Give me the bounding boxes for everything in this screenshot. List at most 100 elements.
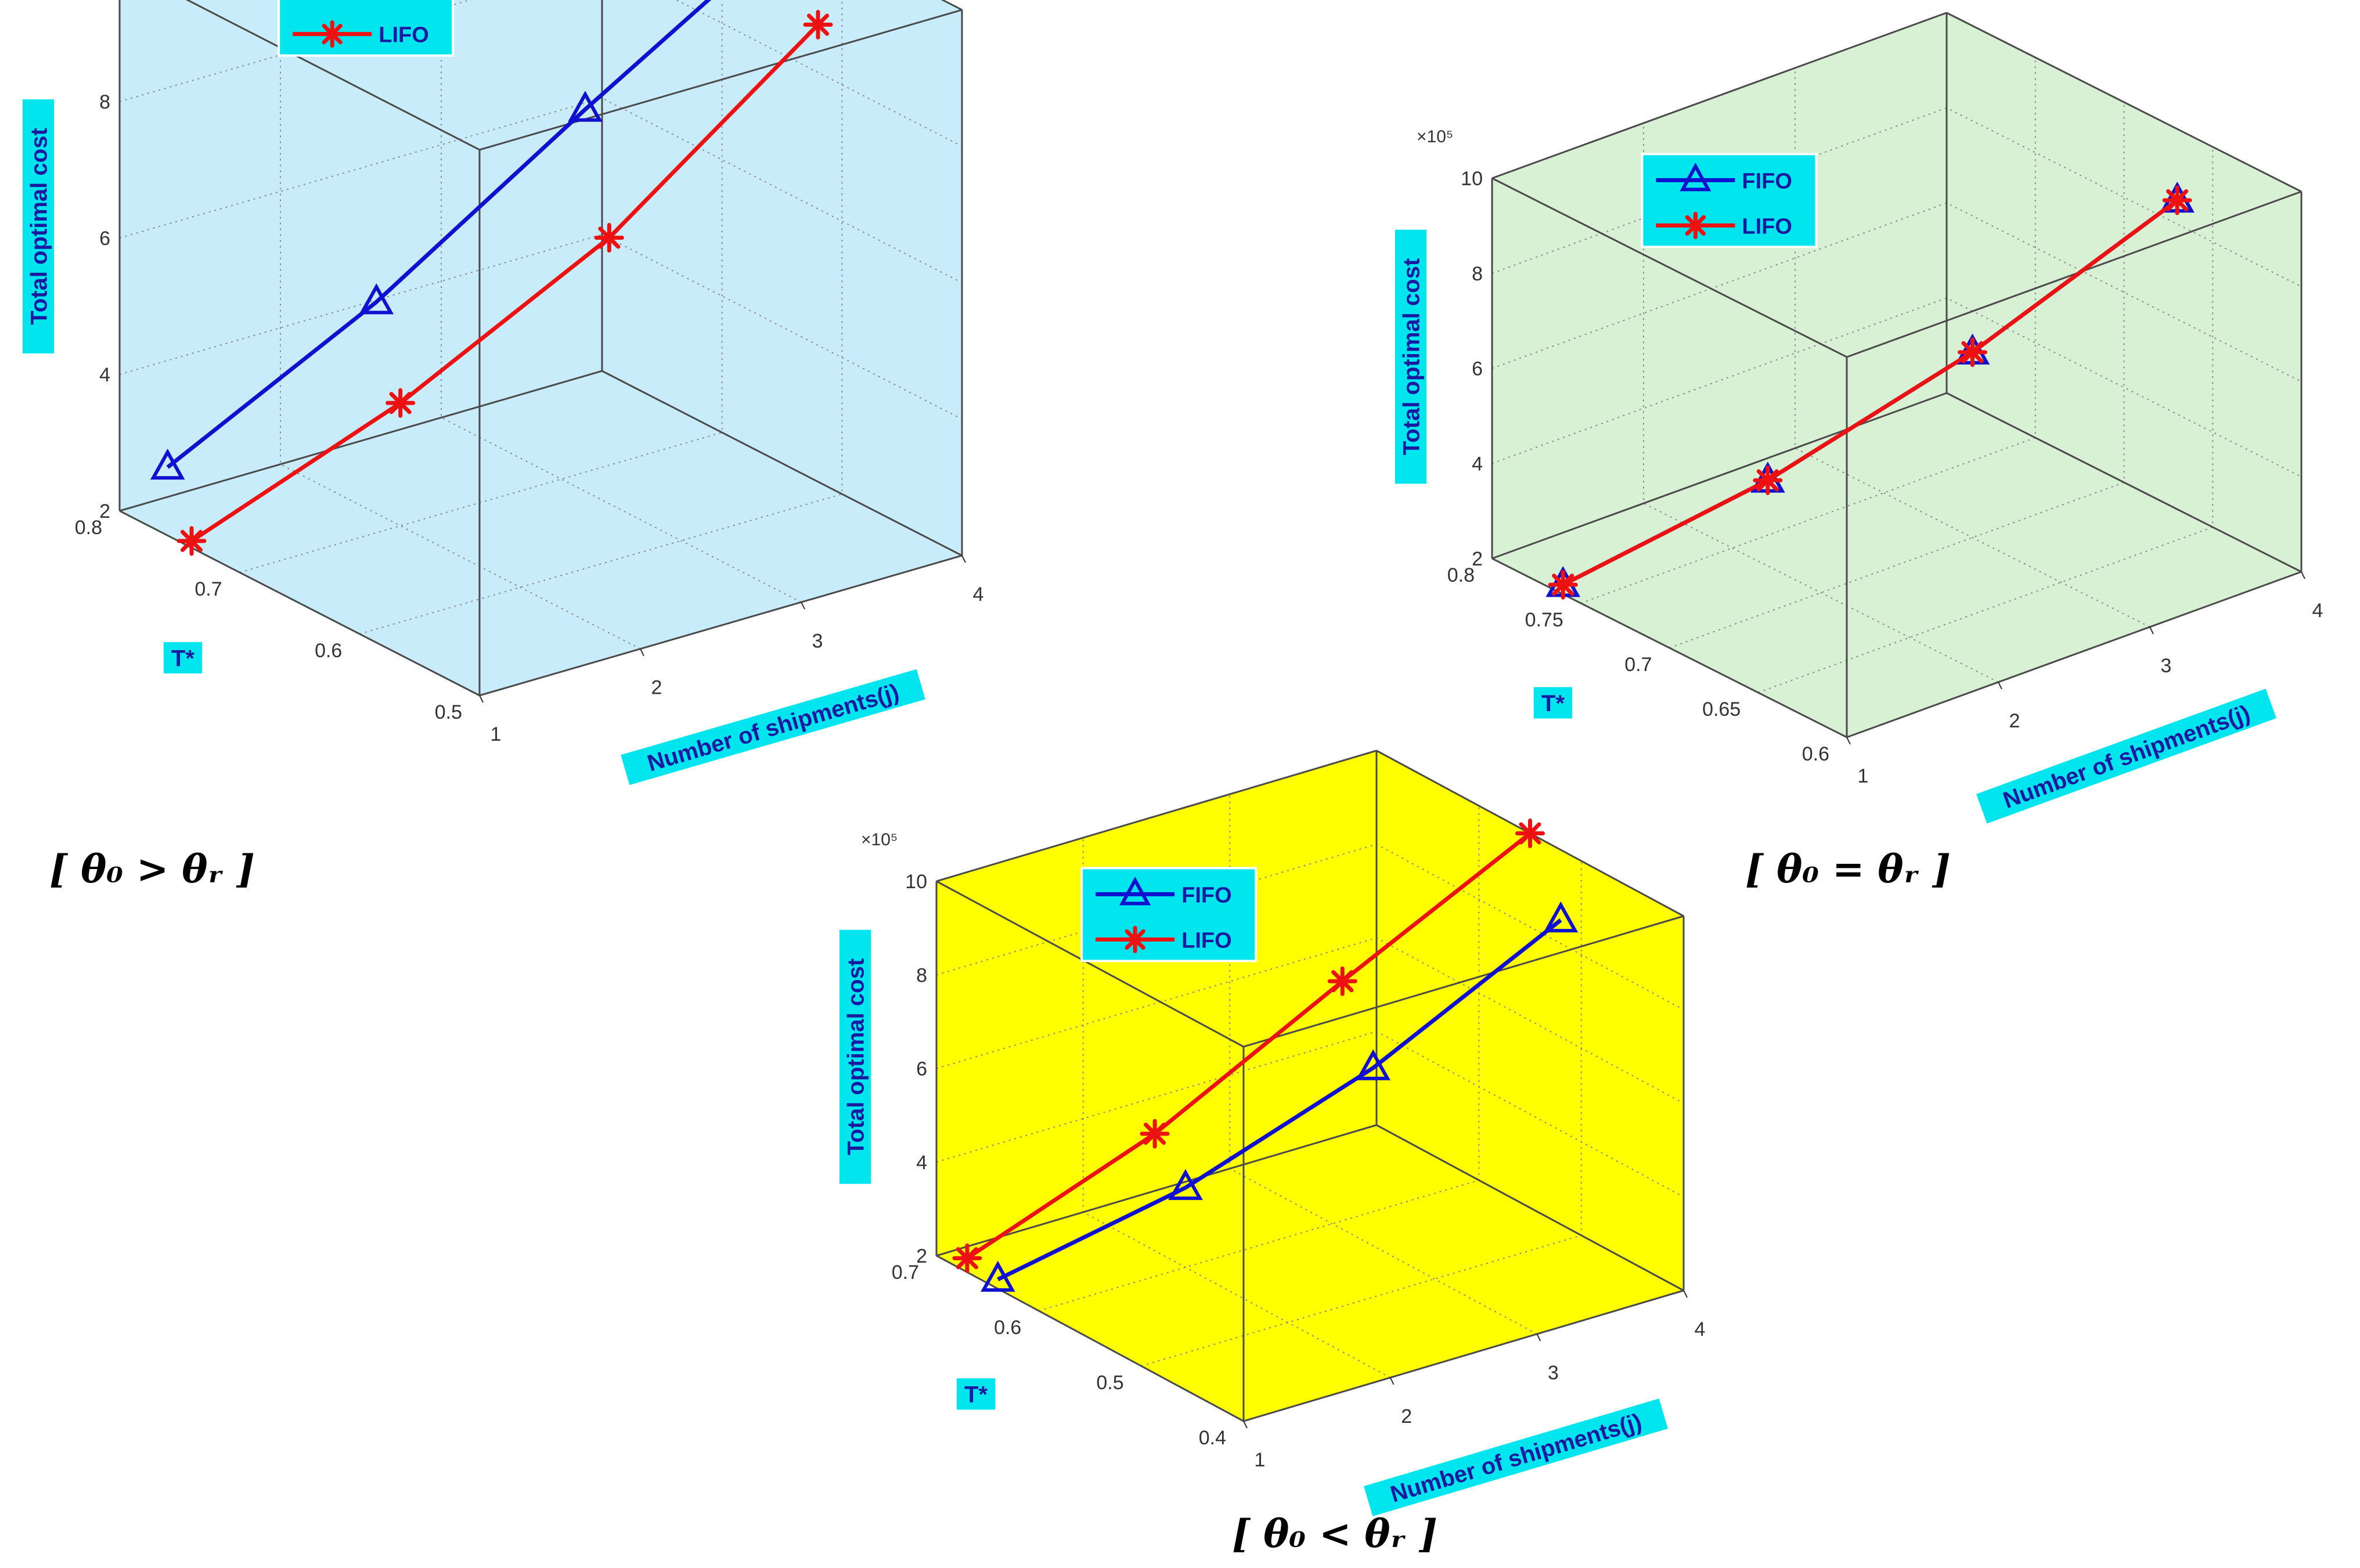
z-tick-label: 6: [1472, 358, 1483, 380]
floor-pane: [120, 371, 962, 695]
triangle-marker: [568, 91, 603, 122]
legend-asterisk-icon: [1121, 925, 1149, 953]
z-tick-label: 4: [1472, 453, 1483, 475]
y-tick-label: 0.6: [994, 1317, 1021, 1339]
z-tick-label: 8: [916, 964, 927, 986]
y-axis-label-bg: [1533, 687, 1573, 719]
z-axis-label-bg: [1395, 229, 1426, 484]
y-axis-label-text: T*: [964, 1382, 988, 1408]
asterisk-marker: [594, 222, 624, 253]
asterisk-marker: [1140, 1119, 1170, 1149]
z-tick-label: 4: [99, 364, 110, 386]
x-axis-label-text: Number of shipments(j): [1388, 1409, 1645, 1508]
series-line: [166, 0, 712, 469]
back-wall-left: [1492, 13, 1947, 558]
legend-box: [1641, 153, 1818, 248]
z-exponent-label: ×10⁵: [861, 830, 898, 849]
z-tick-label: 4: [916, 1152, 927, 1174]
legend-label: FIFO: [1181, 883, 1232, 907]
x-tick-label: 3: [1548, 1362, 1559, 1384]
x-tick-label: 2: [651, 677, 662, 699]
z-tick-label: 10: [1461, 168, 1483, 190]
triangle-marker: [150, 448, 185, 480]
x-axis-label-bg: [1976, 689, 2276, 824]
asterisk-marker: [2162, 185, 2192, 215]
x-axis-label: Number of shipments(j): [621, 669, 925, 785]
z-tick-label: 10: [905, 871, 927, 893]
x-axis-label: Number of shipments(j): [1976, 689, 2276, 824]
y-axis-label: T*: [1533, 687, 1573, 719]
legend: FIFO LIFO: [1080, 867, 1258, 963]
x-tick-mark: [801, 601, 805, 610]
series-lifo: [1548, 185, 2192, 600]
x-tick-mark: [1998, 682, 2002, 690]
z-tick-label: 8: [99, 91, 110, 113]
z-axis-label: Total optimal cost: [1395, 229, 1426, 484]
y-tick-label: 0.5: [435, 701, 462, 723]
asterisk-marker: [1327, 966, 1357, 996]
y-axis-label-bg: [163, 642, 203, 674]
x-tick-label: 4: [2312, 600, 2323, 622]
triangle-marker: [359, 283, 394, 315]
z-axis-label-bg: [839, 929, 871, 1184]
triangle-marker: [1168, 1169, 1203, 1201]
z-tick-label: 8: [1472, 263, 1483, 285]
floor-pane: [936, 1125, 1684, 1421]
y-tick-label: 0.6: [315, 640, 342, 662]
x-axis-label-bg: [621, 669, 925, 785]
legend-triangle-icon: [1680, 163, 1712, 192]
x-tick-label: 1: [1858, 765, 1869, 787]
back-wall-left: [936, 751, 1377, 1256]
asterisk-marker: [176, 526, 207, 556]
y-tick-label: 0.8: [75, 517, 102, 539]
x-tick-mark: [1846, 737, 1851, 745]
legend-box: [1080, 867, 1258, 963]
y-tick-label: 0.4: [1199, 1427, 1226, 1449]
asterisk-marker: [1515, 819, 1545, 848]
asterisk-marker: [1958, 337, 1987, 367]
legend-label: LIFO: [1742, 214, 1792, 239]
legend-label: LIFO: [1181, 928, 1232, 953]
asterisk-marker: [1548, 569, 1578, 600]
legend-box: [278, 0, 455, 57]
series-lifo: [176, 10, 833, 556]
x-axis-label-bg: [1364, 1398, 1668, 1516]
series-lifo: [952, 819, 1545, 1273]
floor-pane: [1492, 393, 2301, 737]
y-tick-label: 0.7: [1624, 654, 1652, 676]
x-tick-mark: [1683, 1290, 1688, 1298]
asterisk-marker: [952, 1243, 982, 1273]
x-tick-label: 4: [1695, 1318, 1706, 1340]
x-tick-mark: [640, 648, 644, 657]
asterisk-marker: [1753, 465, 1783, 495]
z-exponent-label: ×10⁵: [1417, 127, 1453, 146]
x-tick-label: 4: [973, 583, 984, 605]
asterisk-marker: [385, 388, 416, 418]
x-tick-mark: [2149, 626, 2154, 635]
x-tick-label: 2: [1401, 1405, 1412, 1428]
y-tick-label: 0.7: [892, 1261, 919, 1284]
box-edges: [118, 0, 963, 697]
y-axis-label-text: T*: [1541, 691, 1565, 716]
asterisk-marker: [803, 10, 833, 40]
triangle-marker: [1356, 1049, 1391, 1080]
z-tick-label: 2: [916, 1245, 927, 1267]
triangle-marker: [980, 1260, 1015, 1292]
z-tick-label: 2: [99, 500, 110, 522]
legend-asterisk-icon: [1681, 211, 1709, 239]
y-tick-label: 0.7: [194, 578, 222, 600]
y-axis-label: T*: [956, 1378, 996, 1410]
series-line: [1562, 199, 2179, 587]
z-axis-label-text: Total optimal cost: [26, 128, 52, 325]
legend-label: LIFO: [379, 23, 429, 48]
series-line: [997, 918, 1562, 1282]
z-axis-label-text: Total optimal cost: [1399, 258, 1424, 455]
x-tick-label: 1: [491, 723, 502, 745]
